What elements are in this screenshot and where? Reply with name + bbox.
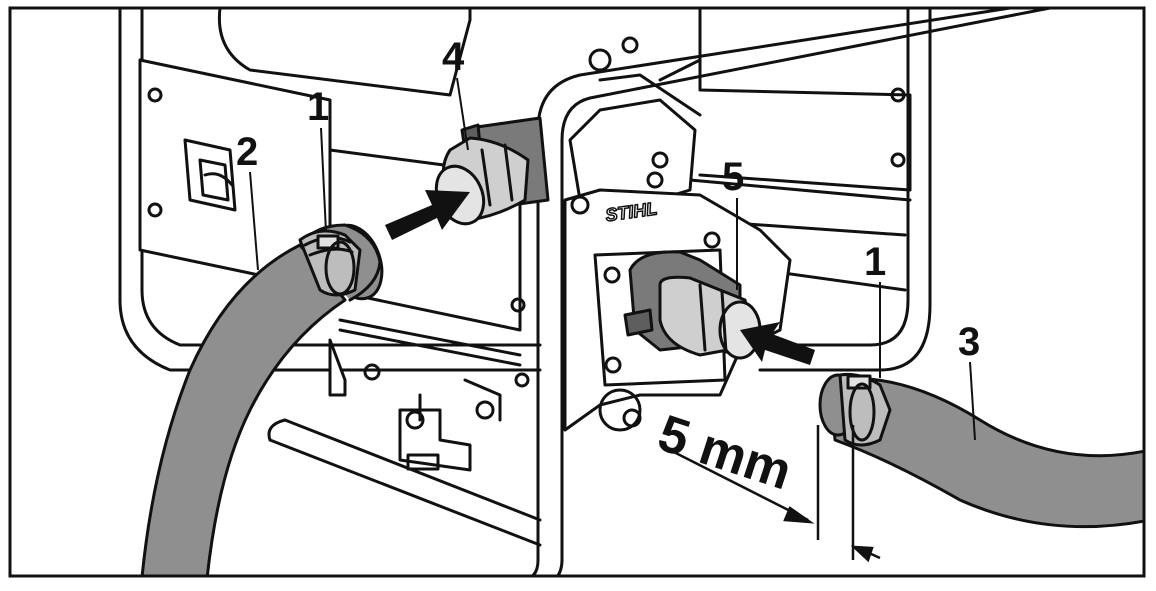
insert-arrow-right: [740, 322, 815, 365]
callout-leaders: [249, 77, 976, 441]
engine-body: [138, 8, 912, 388]
dimension-label: 5 mm: [651, 404, 798, 501]
callout-suction-hose: 2: [236, 130, 258, 174]
figure-border: [8, 6, 1146, 578]
callout-hose-clamp-right: 1: [864, 240, 886, 284]
dimension-indicator: [659, 425, 881, 563]
suction-port-fitting: [434, 116, 550, 226]
callout-hose-clamp-left: 1: [307, 85, 329, 129]
callout-discharge-port: 5: [722, 155, 744, 199]
callout-discharge-hose: 3: [958, 320, 980, 364]
insert-arrow-left: [385, 190, 470, 240]
callout-suction-port: 4: [442, 35, 465, 79]
engine-base-parts: [328, 36, 702, 472]
hose-clamp-left: [298, 229, 362, 297]
